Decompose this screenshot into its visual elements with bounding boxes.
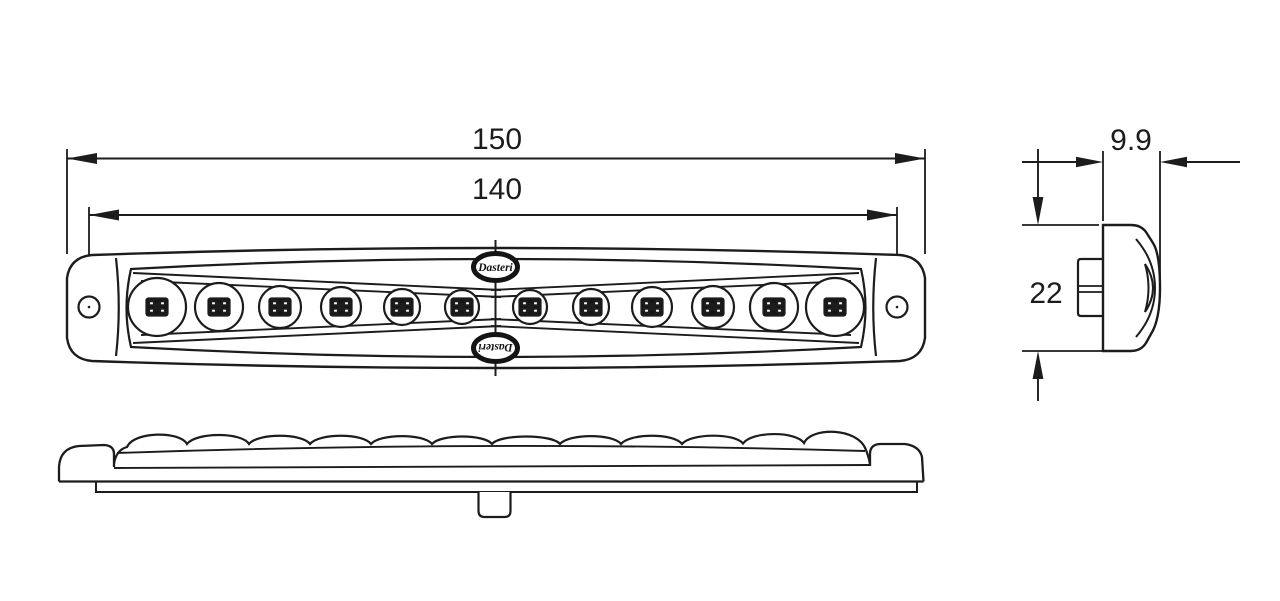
led bbox=[748, 281, 800, 333]
led bbox=[571, 287, 611, 327]
arrowhead-up bbox=[1032, 351, 1044, 379]
led bbox=[690, 284, 736, 330]
side-profile-outline bbox=[1101, 223, 1162, 353]
bottom-view bbox=[57, 430, 925, 519]
mounting-hole-right bbox=[885, 295, 909, 319]
arrowhead-right bbox=[895, 153, 925, 164]
led bbox=[443, 288, 481, 326]
led bbox=[257, 284, 303, 330]
brand-logo-text: Dasteri bbox=[477, 341, 513, 353]
lens-nose bbox=[1144, 263, 1154, 313]
dimension-label-9-9: 9.9 bbox=[1110, 124, 1152, 157]
dimension-height: 22 bbox=[1022, 149, 1111, 401]
led bbox=[126, 276, 188, 338]
end-cap-left bbox=[57, 443, 116, 482]
brand-logo-text: Dasteri bbox=[477, 262, 513, 274]
lens-joint-line bbox=[116, 445, 866, 454]
rear-stud bbox=[1076, 257, 1103, 318]
dimension-label-150: 150 bbox=[472, 123, 522, 156]
led-array bbox=[126, 276, 866, 338]
led bbox=[382, 287, 422, 327]
led bbox=[630, 285, 674, 329]
arrowhead-down bbox=[1032, 197, 1044, 225]
dimension-overall-length: 150 bbox=[66, 123, 926, 254]
mounting-hole-left bbox=[77, 295, 101, 319]
lens-curve-inner bbox=[1135, 238, 1157, 338]
dimension-label-22: 22 bbox=[1029, 277, 1062, 310]
end-cap-separator-left bbox=[114, 257, 120, 357]
arrowhead-left bbox=[1160, 156, 1187, 168]
led bbox=[319, 285, 363, 329]
led bbox=[804, 276, 866, 338]
end-cap-right bbox=[868, 442, 925, 482]
end-cap-separator-right bbox=[872, 257, 878, 357]
dimension-label-140: 140 bbox=[472, 173, 522, 206]
lens-bumps bbox=[112, 430, 872, 465]
arrowhead-left bbox=[89, 209, 119, 221]
arrowhead-left bbox=[67, 153, 97, 164]
connector-tab bbox=[477, 492, 512, 519]
front-view: Dasteri Dasteri bbox=[65, 240, 927, 376]
brand-logo-bottom: Dasteri bbox=[471, 332, 520, 364]
arrowhead-right bbox=[1076, 156, 1103, 168]
brand-logo-top: Dasteri bbox=[471, 251, 520, 283]
gasket-plate bbox=[95, 481, 918, 493]
arrowhead-right bbox=[867, 209, 897, 221]
side-view: 9.9 22 bbox=[1022, 124, 1240, 401]
reflector-facet-lines bbox=[132, 272, 860, 344]
dimension-mounting-distance: 140 bbox=[88, 173, 898, 302]
led bbox=[193, 281, 245, 333]
led bbox=[511, 288, 549, 326]
base-top-line bbox=[113, 464, 871, 469]
dimension-depth: 9.9 bbox=[1022, 124, 1240, 277]
